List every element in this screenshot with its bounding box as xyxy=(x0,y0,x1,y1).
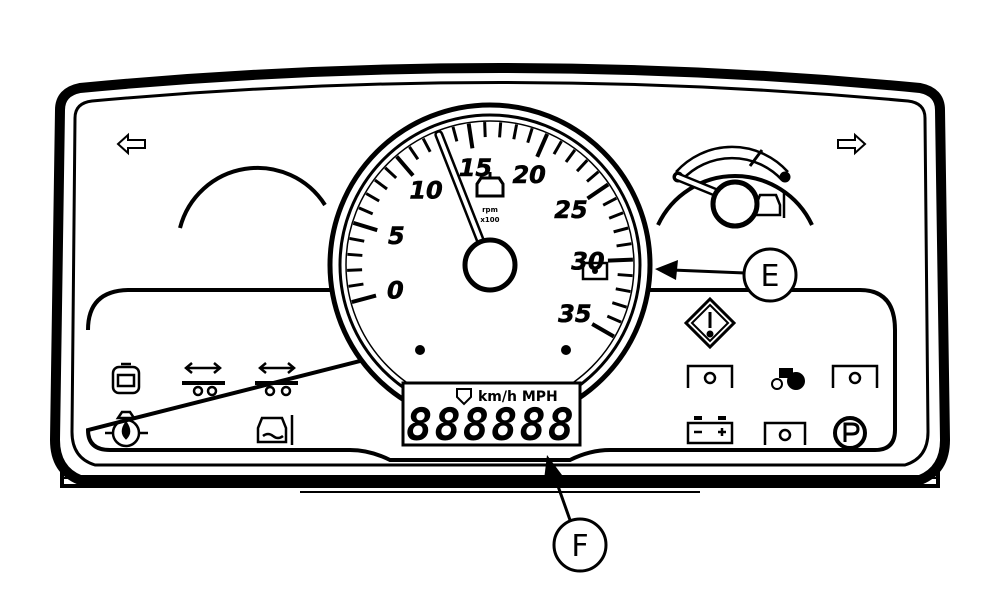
minor-tick xyxy=(602,196,618,207)
warning-diamond-icon xyxy=(683,296,737,350)
minor-tick xyxy=(512,124,519,140)
rpm-unit-label: rpm xyxy=(482,206,498,214)
lcd-mode-icon xyxy=(456,388,472,406)
minor-tick xyxy=(564,149,577,163)
minor-tick xyxy=(575,159,589,173)
minor-tick xyxy=(348,282,364,288)
oil-pressure-icon xyxy=(105,410,148,448)
brake-system-icon xyxy=(763,421,807,445)
major-tick xyxy=(535,133,550,158)
callout-e: E xyxy=(655,247,798,303)
battery-icon xyxy=(686,416,734,445)
tractor-icon xyxy=(771,368,805,390)
rpm-multiplier-label: x100 xyxy=(480,216,499,224)
left-arc-gauge xyxy=(178,165,327,229)
pto-rear-icon xyxy=(255,362,298,397)
minor-tick xyxy=(608,211,624,220)
minor-tick xyxy=(586,170,600,183)
tachometer-hub xyxy=(462,237,518,293)
minor-tick xyxy=(421,137,432,153)
pto-front-icon xyxy=(182,362,225,397)
minor-tick xyxy=(616,242,632,248)
major-tick xyxy=(352,220,378,233)
tachometer-label-0: 0 xyxy=(387,276,404,304)
minor-tick xyxy=(498,122,503,138)
major-tick xyxy=(395,155,415,177)
engine-icon xyxy=(475,172,505,198)
major-tick xyxy=(591,322,615,339)
callout-e-label: E xyxy=(761,259,780,294)
minor-tick xyxy=(483,122,487,138)
minor-tick xyxy=(408,146,420,161)
cluster-housing xyxy=(49,63,951,493)
tachometer-label-20: 20 xyxy=(512,161,545,189)
gauge-screw-right xyxy=(561,345,571,355)
turn-right-arrow-icon xyxy=(837,132,867,156)
minor-tick xyxy=(349,236,365,243)
coolant-temperature-icon xyxy=(754,190,786,218)
tachometer-label-5: 5 xyxy=(388,222,405,250)
hydraulic-warning-icon xyxy=(831,364,879,388)
right-small-gauge xyxy=(656,145,814,229)
minor-tick xyxy=(365,192,380,203)
turn-left-arrow-icon xyxy=(116,132,146,156)
hydraulic-oil-temperature-icon xyxy=(256,415,294,445)
gauge-screw-left xyxy=(415,345,425,355)
parking-brake-icon xyxy=(833,416,867,450)
minor-tick xyxy=(451,126,459,142)
tachometer-label-30: 30 xyxy=(571,247,604,275)
minor-tick xyxy=(552,140,563,155)
major-tick xyxy=(586,182,610,201)
minor-tick xyxy=(617,273,633,278)
minor-tick xyxy=(384,166,398,180)
callout-f: F xyxy=(544,455,608,573)
minor-tick xyxy=(613,226,629,234)
tachometer-label-25: 25 xyxy=(554,196,587,224)
callout-f-label: F xyxy=(571,529,588,564)
minor-tick xyxy=(615,287,631,294)
transmission-warning-icon xyxy=(686,364,734,388)
minor-tick xyxy=(358,206,374,216)
tachometer-ticks xyxy=(347,122,633,339)
tachometer-label-35: 35 xyxy=(558,300,591,328)
lcd-units-label: km/h MPH xyxy=(478,389,558,405)
minor-tick xyxy=(374,178,388,191)
indicator-panel xyxy=(85,288,897,462)
engine-preheat-icon xyxy=(111,362,141,395)
major-tick xyxy=(607,257,633,263)
major-tick xyxy=(351,293,377,304)
tachometer-label-10: 10 xyxy=(409,177,442,205)
major-tick xyxy=(466,123,475,149)
lcd-digits: 888888 xyxy=(406,400,576,451)
minor-tick xyxy=(611,301,628,309)
lcd-display: km/h MPH 888888 xyxy=(401,381,582,451)
minor-tick xyxy=(347,252,363,257)
minor-tick xyxy=(606,314,622,324)
minor-tick xyxy=(347,268,363,272)
minor-tick xyxy=(526,127,534,144)
gauge-indicator-icon xyxy=(581,261,609,281)
